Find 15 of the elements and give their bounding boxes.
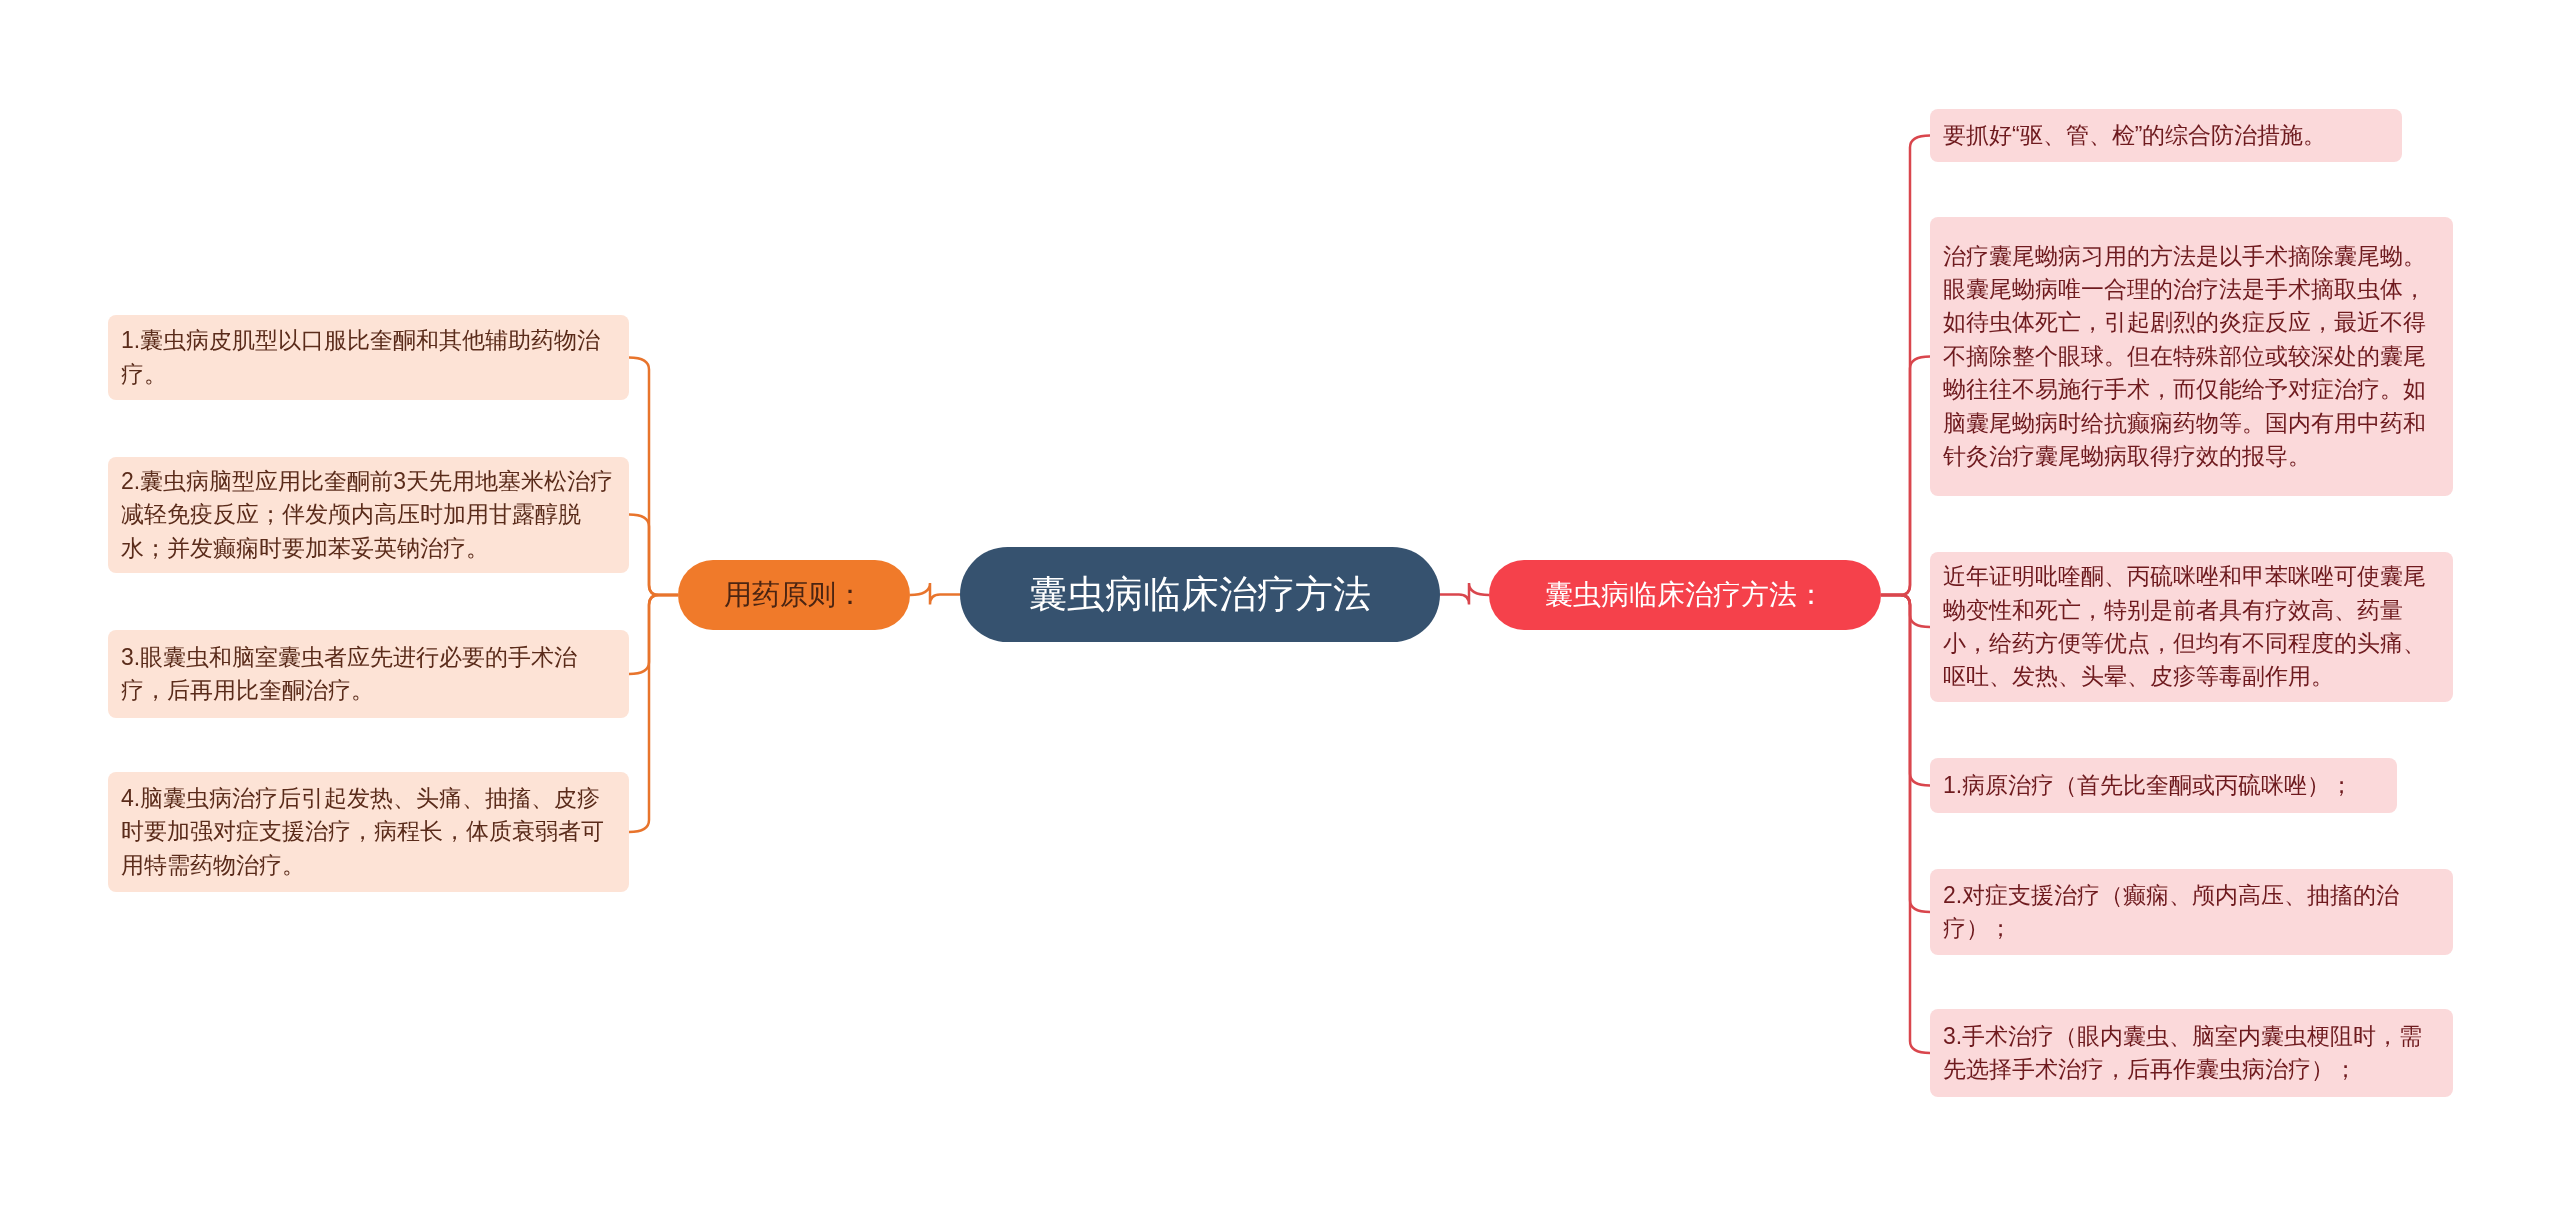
topic-box: 囊虫病临床治疗方法 [960,547,1440,642]
branch-box: 用药原则： [678,560,910,630]
note-box: 1.病原治疗（首先比奎酮或丙硫咪唑）； [1930,758,2397,813]
note-box: 4.脑囊虫病治疗后引起发热、头痛、抽搐、皮疹时要加强对症支援治疗，病程长，体质衰弱者可用特需药物治疗。 [108,772,629,892]
connector-line [1440,581,1490,606]
note-box: 2.囊虫病脑型应用比奎酮前3天先用地塞米松治疗减轻免疫反应；伴发颅内高压时加用甘露醇脱水；并发癫痫时要加苯妥英钠治疗。 [108,457,629,574]
branch-box: 囊虫病临床治疗方法： [1489,560,1881,630]
note-box: 治疗囊尾蚴病习用的方法是以手术摘除囊尾蚴。眼囊尾蚴病唯一合理的治疗法是手术摘取虫体，如待虫体死亡，引起剧烈的炎症反应，最近不得不摘除整个眼球。但在特殊部位或较深处的囊尾蚴往往不易施行手术，而仅能给予对症治疗。如脑囊尾蚴病时给抗癫痫药物等。国内有用中药和针灸治疗囊尾蚴病取得疗效的报导。 [1930,217,2453,496]
note-box: 要抓好“驱、管、检”的综合防治措施。 [1930,109,2402,162]
connector-line [909,581,960,606]
note-box: 1.囊虫病皮肌型以口服比奎酮和其他辅助药物治疗。 [108,315,629,400]
note-box: 3.手术治疗（眼内囊虫、脑室内囊虫梗阻时，需先选择手术治疗，后再作囊虫病治疗）； [1930,1009,2453,1097]
note-box: 近年证明吡喹酮、丙硫咪唑和甲苯咪唑可使囊尾蚴变性和死亡，特别是前者具有疗效高、药量小，给药方便等优点，但均有不同程度的头痛、呕吐、发热、头晕、皮疹等毒副作用。 [1930,552,2453,702]
note-box: 3.眼囊虫和脑室囊虫者应先进行必要的手术治疗，后再用比奎酮治疗。 [108,630,629,718]
note-box: 2.对症支援治疗（癫痫、颅内高压、抽搐的治疗）； [1930,869,2453,955]
